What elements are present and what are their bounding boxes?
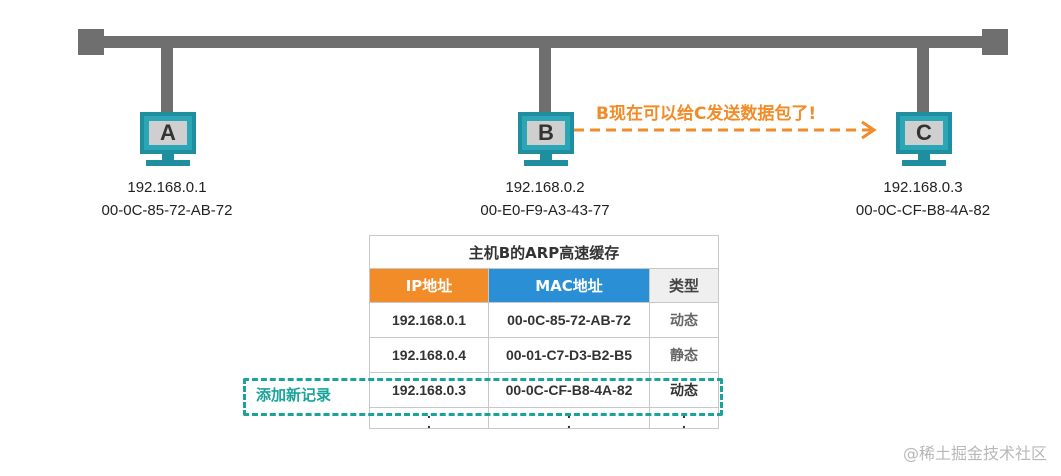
host-c-link (917, 48, 929, 114)
row-mac: 00-01-C7-D3-B2-B5 (488, 337, 650, 373)
header-ip: IP地址 (369, 268, 489, 303)
host-a-icon: A (140, 112, 196, 170)
ellipsis: . (682, 415, 686, 431)
network-bus (90, 36, 996, 48)
host-c-icon: C (896, 112, 952, 170)
host-a-label: A (149, 121, 187, 145)
send-arrow (574, 120, 877, 140)
host-a-mac: 00-0C-85-72-AB-72 (101, 202, 233, 219)
send-callout: B现在可以给C发送数据包了! (592, 99, 821, 124)
host-b-label: B (527, 121, 565, 145)
host-a-ip: 192.168.0.1 (127, 179, 207, 196)
host-a-address: 192.168.0.1 00-0C-85-72-AB-72 (47, 176, 287, 222)
table-row: 192.168.0.1 00-0C-85-72-AB-72 动态 (369, 302, 719, 338)
ellipsis: . (567, 415, 571, 431)
row-ip: 192.168.0.1 (369, 302, 489, 338)
host-b-address: 192.168.0.2 00-E0-F9-A3-43-77 (425, 176, 665, 222)
arp-cache-table: 主机B的ARP高速缓存 IP地址 MAC地址 类型 192.168.0.1 00… (369, 235, 719, 431)
bus-right-cap (982, 29, 1008, 55)
row-type: 静态 (649, 337, 719, 373)
header-type: 类型 (649, 268, 719, 303)
new-record-label: 添加新记录 (256, 386, 332, 404)
host-b-link (539, 48, 551, 114)
new-record-highlight (243, 378, 723, 416)
host-b-mac: 00-E0-F9-A3-43-77 (480, 202, 610, 219)
header-mac: MAC地址 (488, 268, 650, 303)
host-c-ip: 192.168.0.3 (883, 179, 963, 196)
row-mac: 00-0C-85-72-AB-72 (488, 302, 650, 338)
host-b-icon: B (518, 112, 574, 170)
row-type: 动态 (649, 302, 719, 338)
arp-table-title: 主机B的ARP高速缓存 (369, 235, 719, 269)
host-c-address: 192.168.0.3 00-0C-CF-B8-4A-82 (803, 176, 1043, 222)
ellipsis-row: .. .. .. (369, 406, 719, 431)
watermark: @稀土掘金技术社区 (902, 444, 1047, 463)
ellipsis: . (427, 415, 431, 431)
host-b-ip: 192.168.0.2 (505, 179, 585, 196)
row-ip: 192.168.0.4 (369, 337, 489, 373)
host-a-link (161, 48, 173, 114)
table-row: 192.168.0.4 00-01-C7-D3-B2-B5 静态 (369, 337, 719, 373)
host-c-label: C (905, 121, 943, 145)
host-c-mac: 00-0C-CF-B8-4A-82 (855, 202, 991, 219)
